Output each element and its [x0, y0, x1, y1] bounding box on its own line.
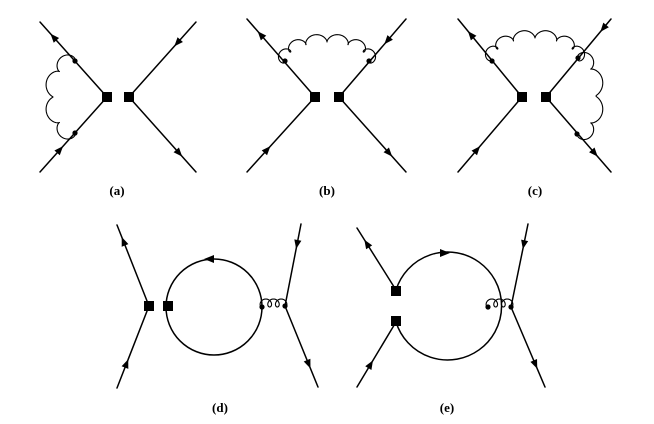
fermion-line-b-upper-right	[338, 18, 407, 98]
arrow-a-lower-left	[54, 146, 64, 156]
vertex-dot-e-loop	[485, 304, 491, 310]
arrow-b-lower-left	[261, 146, 271, 156]
fermion-line-e-lower-right	[510, 306, 546, 388]
arrow-e-upper-left	[364, 239, 373, 250]
fermion-line-e-upper-left	[356, 227, 397, 291]
arrows-b	[257, 31, 393, 157]
operator-vertex-e-upper	[391, 286, 401, 296]
caption-c: (c)	[528, 183, 542, 198]
fermion-line-b-lower-right	[338, 96, 407, 173]
fermion-line-a-lower-right	[128, 96, 197, 173]
arrow-b-upper-right	[384, 35, 393, 45]
operator-vertex-a-right	[124, 92, 134, 102]
arrows-d	[121, 237, 311, 369]
vertex-dot-b-left	[282, 58, 288, 64]
operator-vertex-d-right	[163, 301, 173, 311]
arrow-b-lower-right	[383, 147, 393, 157]
gluon-d	[259, 298, 288, 308]
gluon-c-upper	[484, 30, 586, 62]
fermion-line-e-upper-right	[510, 223, 529, 308]
arrow-e-lower-left	[365, 360, 373, 370]
operator-vertex-b-right	[334, 92, 344, 102]
caption-e: (e)	[440, 400, 454, 415]
arrow-c-lower-right	[589, 147, 598, 157]
arrow-d-lower-right	[303, 358, 311, 369]
vertex-dot-c-right-lower	[574, 131, 580, 137]
arrows-e	[364, 239, 538, 370]
arrow-e-lower-right	[530, 359, 538, 369]
operator-vertex-e-lower	[391, 316, 401, 326]
diagram-b: (b)	[246, 18, 407, 198]
vertex-dot-e-external	[508, 304, 514, 310]
vertex-dot-a-upper	[72, 58, 78, 64]
fermion-line-a-upper-right	[128, 21, 197, 98]
fermion-line-e-lower-left	[356, 321, 397, 388]
diagram-a: (a)	[39, 21, 197, 198]
fermion-line-d-upper-right	[284, 223, 302, 307]
arrow-a-upper-left	[50, 33, 60, 43]
arrow-d-loop	[204, 255, 214, 263]
arrow-e-loop	[440, 249, 450, 257]
gluon-e	[485, 298, 514, 308]
fermion-line-b-lower-left	[246, 96, 316, 173]
arrow-c-upper-left	[467, 31, 477, 41]
arrows-c	[467, 22, 609, 157]
vertex-dot-a-lower	[72, 130, 78, 136]
arrow-e-upper-right	[521, 239, 529, 250]
operator-vertex-b-left	[310, 92, 320, 102]
fermion-loop-d	[165, 258, 263, 356]
arrows-a	[50, 33, 183, 157]
arrow-d-lower-left	[121, 359, 129, 369]
operator-vertex-c-left	[517, 92, 527, 102]
diagram-e: (e)	[356, 223, 546, 415]
caption-a: (a)	[109, 183, 124, 198]
vertex-dot-c-right-upper	[575, 55, 581, 61]
gluon-c-right	[576, 51, 604, 141]
gluon-a	[45, 54, 76, 140]
caption-d: (d)	[212, 400, 228, 415]
diagram-d: (d)	[116, 223, 319, 415]
operator-vertex-c-right	[541, 92, 551, 102]
caption-b: (b)	[319, 183, 335, 198]
operator-vertex-a-left	[102, 92, 112, 102]
vertex-dot-c-left	[489, 58, 495, 64]
arrow-c-lower-left	[471, 146, 481, 156]
vertex-dot-d-external	[282, 303, 288, 309]
fermion-line-d-lower-left	[116, 305, 150, 389]
gluon-b	[277, 34, 377, 64]
arrow-a-upper-right	[174, 37, 183, 47]
arrow-a-lower-right	[173, 147, 183, 157]
vertex-dot-d-loop	[259, 304, 265, 310]
arrow-d-upper-left	[121, 237, 129, 247]
fermion-line-b-upper-left	[246, 18, 316, 98]
arrow-b-upper-left	[257, 31, 267, 41]
vertex-dot-b-right	[366, 58, 372, 64]
arrow-d-upper-right	[294, 239, 302, 249]
diagram-c: (c)	[457, 18, 612, 198]
operator-vertex-d-left	[144, 301, 154, 311]
fermion-line-d-lower-right	[284, 305, 319, 388]
fermion-line-c-upper-left	[457, 18, 523, 98]
fermion-line-c-lower-left	[457, 96, 523, 173]
arrow-c-upper-right	[600, 22, 609, 32]
